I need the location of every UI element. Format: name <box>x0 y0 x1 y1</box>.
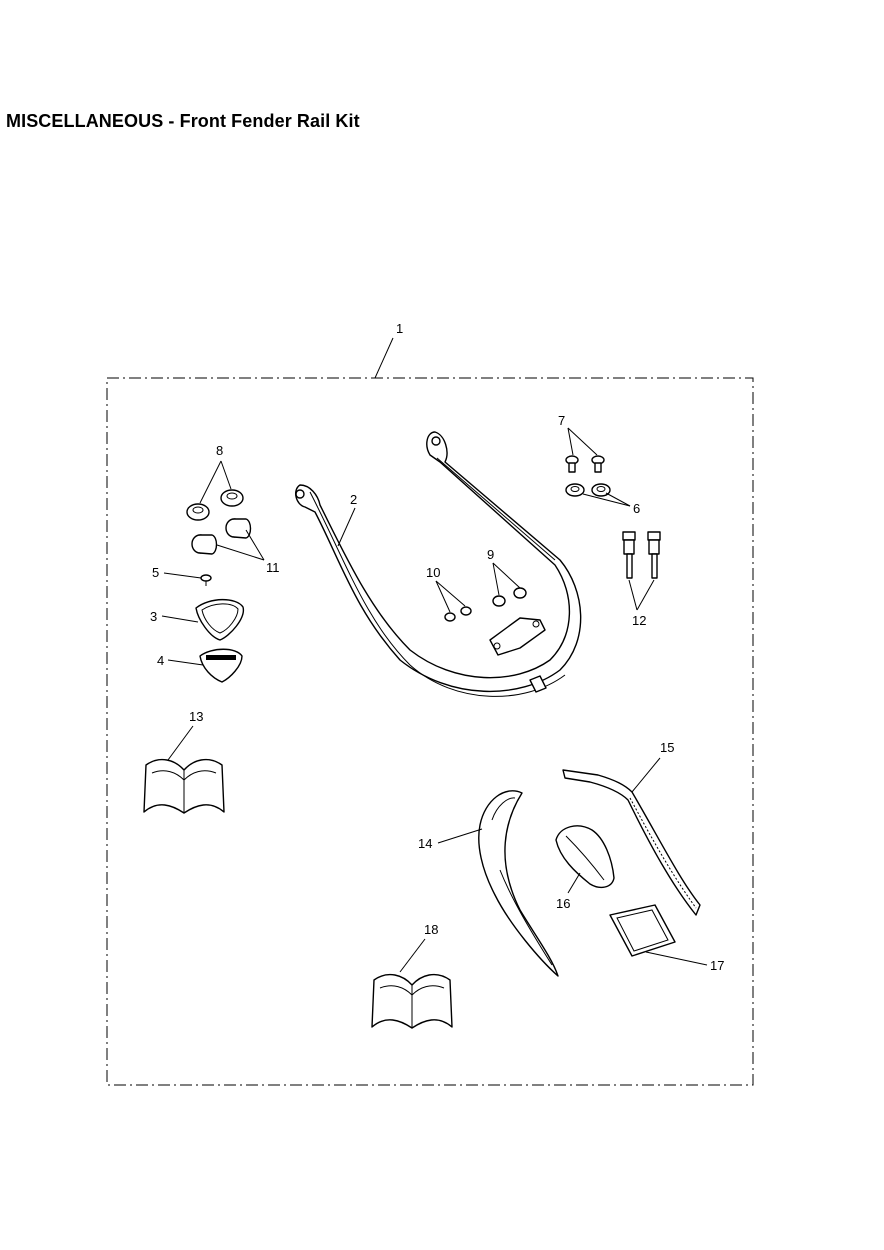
instruction-booklet-18[interactable] <box>371 973 453 1029</box>
callout-6[interactable]: 6 <box>582 492 640 516</box>
callout-15[interactable]: 15 <box>631 740 674 793</box>
callout-9[interactable]: 9 <box>487 547 521 596</box>
callout-17[interactable]: 17 <box>645 951 724 973</box>
callout-18[interactable]: 18 <box>399 922 438 973</box>
svg-text:3: 3 <box>150 609 157 624</box>
small-screw[interactable] <box>200 574 212 586</box>
svg-text:17: 17 <box>710 958 724 973</box>
grommets[interactable] <box>492 587 527 607</box>
adhesive-pad[interactable] <box>609 904 676 957</box>
callout-4[interactable]: 4 <box>157 653 204 668</box>
svg-text:13: 13 <box>189 709 203 724</box>
svg-text:4: 4 <box>157 653 164 668</box>
svg-text:1: 1 <box>396 321 403 336</box>
callout-3[interactable]: 3 <box>150 609 199 624</box>
nuts[interactable] <box>565 483 611 497</box>
callout-1[interactable]: 1 <box>374 321 403 379</box>
svg-text:14: 14 <box>418 836 432 851</box>
callout-10[interactable]: 10 <box>426 565 466 613</box>
spacers[interactable] <box>444 606 472 622</box>
screws[interactable] <box>565 455 605 473</box>
fender-rail[interactable] <box>294 431 582 697</box>
callout-13[interactable]: 13 <box>167 709 203 761</box>
collars[interactable] <box>191 518 252 555</box>
edge-trim-strip[interactable] <box>562 769 701 916</box>
callout-14[interactable]: 14 <box>418 828 483 851</box>
svg-text:5: 5 <box>152 565 159 580</box>
svg-text:7: 7 <box>558 413 565 428</box>
svg-text:9: 9 <box>487 547 494 562</box>
callout-12[interactable]: 12 <box>628 579 655 628</box>
svg-text:10: 10 <box>426 565 440 580</box>
svg-text:18: 18 <box>424 922 438 937</box>
svg-text:16: 16 <box>556 896 570 911</box>
svg-text:6: 6 <box>633 501 640 516</box>
bolts[interactable] <box>622 531 661 579</box>
callout-7[interactable]: 7 <box>558 413 598 456</box>
svg-text:12: 12 <box>632 613 646 628</box>
badge[interactable] <box>199 648 243 683</box>
callout-11[interactable]: 11 <box>216 529 280 575</box>
kit-boundary-box <box>106 377 754 1086</box>
callout-16[interactable]: 16 <box>556 872 581 911</box>
svg-text:2: 2 <box>350 492 357 507</box>
svg-text:8: 8 <box>216 443 223 458</box>
badge-surround[interactable] <box>195 598 244 641</box>
svg-text:15: 15 <box>660 740 674 755</box>
instruction-booklet-13[interactable] <box>143 758 225 814</box>
fender-trim-strip[interactable] <box>478 790 559 977</box>
washers[interactable] <box>186 489 244 521</box>
callout-8[interactable]: 8 <box>199 443 232 504</box>
svg-text:11: 11 <box>266 560 280 575</box>
page-title: MISCELLANEOUS - Front Fender Rail Kit <box>6 111 360 131</box>
callout-5[interactable]: 5 <box>152 565 202 580</box>
fender-tip[interactable] <box>555 825 615 889</box>
callout-2[interactable]: 2 <box>337 492 357 547</box>
